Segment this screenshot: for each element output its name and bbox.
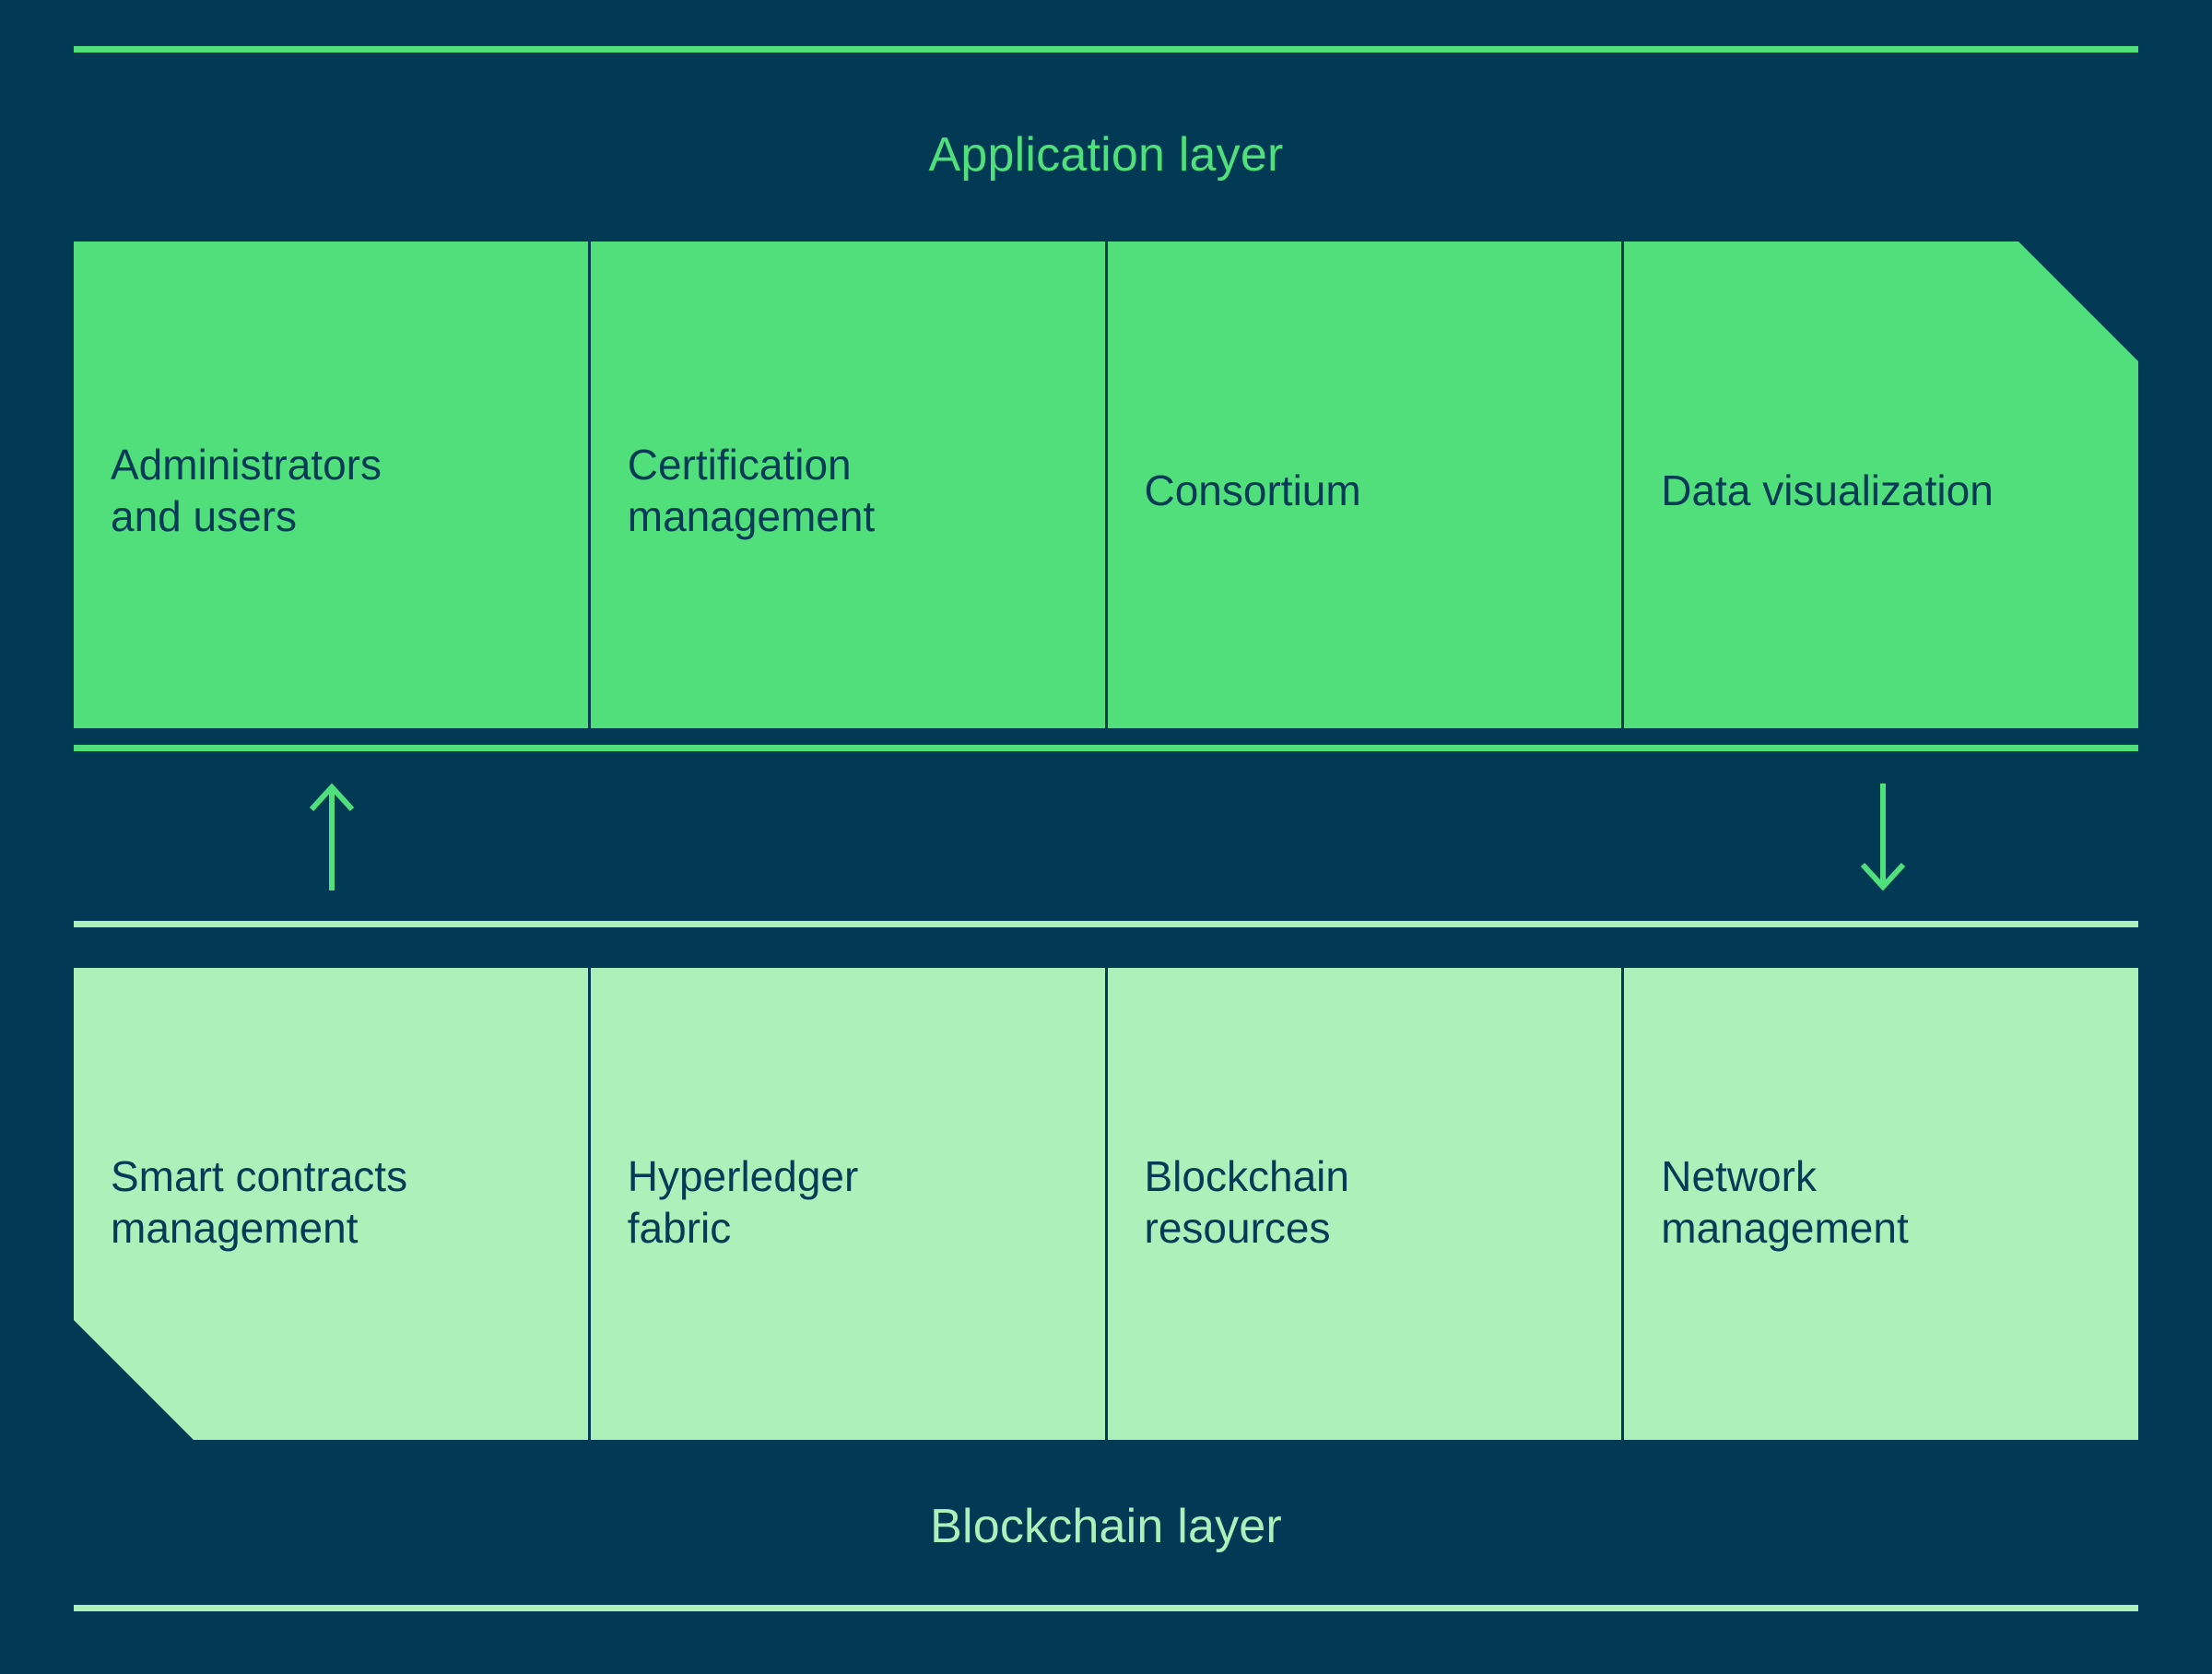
blockchain-cell-network-management[interactable]: Network management [1621,968,2138,1440]
cell-label: Smart contracts management [111,1151,408,1252]
blockchain-layer-top-rule [74,921,2138,927]
blockchain-cell-hyperledger-fabric[interactable]: Hyperledger fabric [588,968,1105,1440]
blockchain-cell-smart-contracts-management[interactable]: Smart contracts management [74,968,588,1440]
cell-label: Administrators and users [111,440,382,540]
top-divider-rule [74,46,2138,53]
application-cell-consortium[interactable]: Consortium [1105,242,1622,728]
application-cell-data-visualization[interactable]: Data visualization [1621,242,2138,728]
arrow-down-icon [1860,784,1906,891]
cell-label: Certification management [627,440,876,540]
cell-label: Consortium [1144,466,1361,514]
arrow-up-icon [309,783,355,890]
application-layer-strip: Administrators and users Certification m… [74,242,2138,728]
cell-label: Data visualization [1661,466,1994,514]
cell-label: Hyperledger fabric [627,1151,859,1252]
application-cell-certification-management[interactable]: Certification management [588,242,1105,728]
bottom-divider-rule [74,1605,2138,1611]
blockchain-layer-caption: Blockchain layer [930,1500,1282,1553]
application-cell-administrators-and-users[interactable]: Administrators and users [74,242,588,728]
cell-label: Network management [1661,1151,1909,1252]
application-layer-bottom-rule [74,745,2138,751]
cell-label: Blockchain resources [1144,1151,1349,1252]
blockchain-layer-strip: Smart contracts management Hyperledger f… [74,968,2138,1440]
application-layer-caption: Application layer [928,128,1284,182]
blockchain-cell-blockchain-resources[interactable]: Blockchain resources [1105,968,1622,1440]
